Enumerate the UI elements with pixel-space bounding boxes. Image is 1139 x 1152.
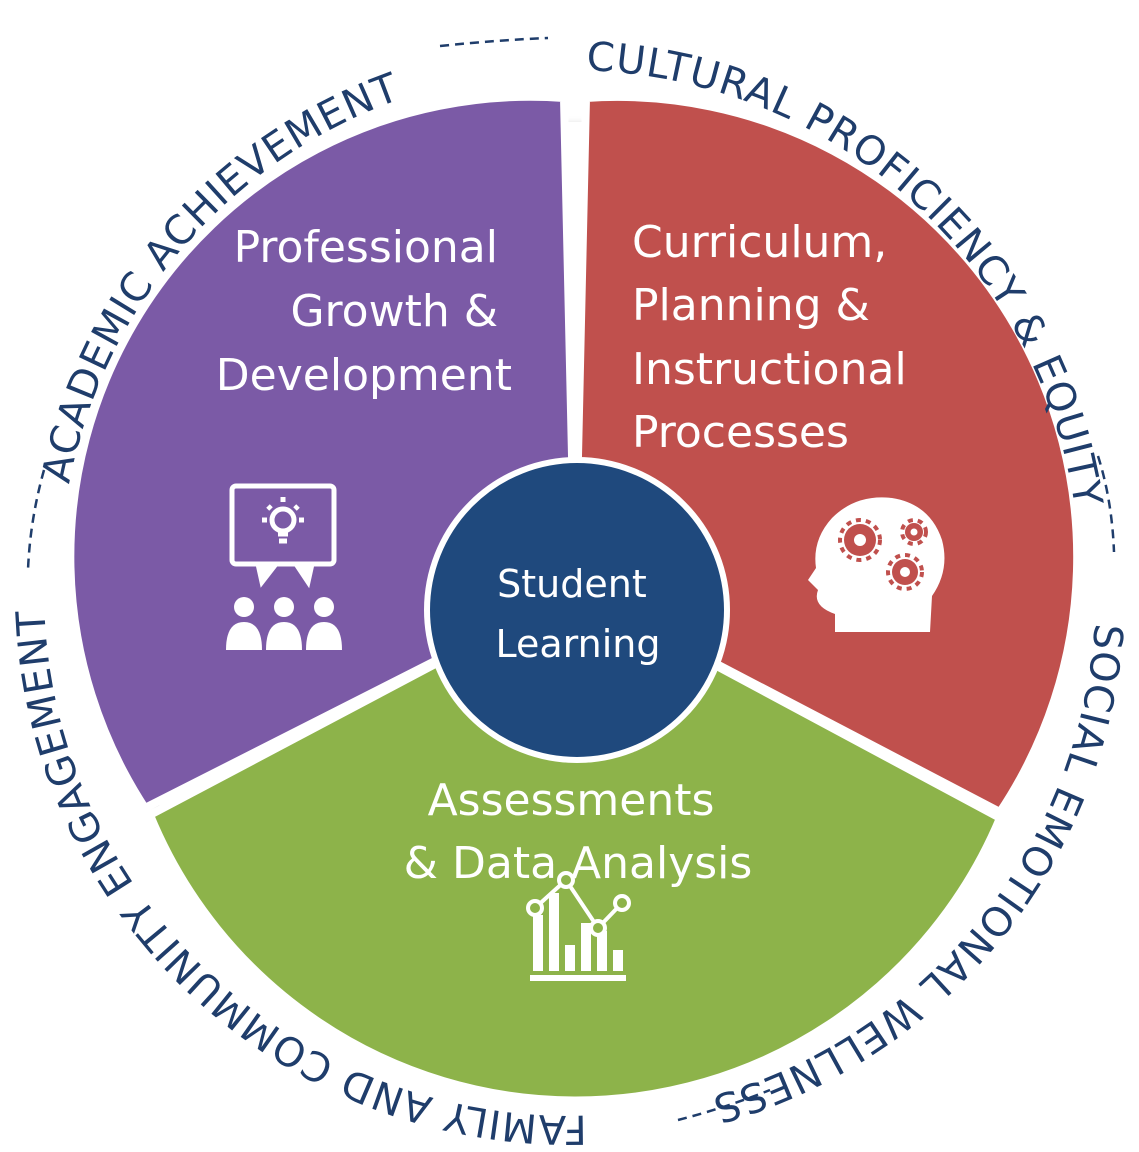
center-line2: Learning bbox=[496, 622, 661, 666]
ring-dash-top bbox=[439, 36, 549, 48]
assessments-line2: & Data Analysis bbox=[404, 838, 753, 889]
ring-dash-right bbox=[1096, 455, 1116, 553]
segment-assessments bbox=[144, 585, 1006, 1105]
curriculum-line4: Processes bbox=[632, 407, 849, 458]
professional-line3: Development bbox=[216, 350, 512, 401]
center-label: Student Learning bbox=[496, 562, 661, 666]
curriculum-label: Curriculum, Planning & Instructional Pro… bbox=[632, 217, 921, 458]
assessments-line1: Assessments bbox=[428, 775, 715, 826]
professional-label: Professional Growth & Development bbox=[216, 222, 512, 401]
curriculum-line2: Planning & bbox=[632, 280, 870, 331]
assessments-label: Assessments & Data Analysis bbox=[404, 775, 753, 889]
bar-line-chart-icon bbox=[526, 871, 631, 981]
professional-line2: Growth & bbox=[290, 286, 498, 337]
center-circle bbox=[424, 457, 730, 763]
head-gears-icon bbox=[808, 497, 945, 632]
curriculum-line1: Curriculum, bbox=[632, 217, 887, 268]
professional-line1: Professional bbox=[234, 222, 498, 273]
center-line1: Student bbox=[497, 562, 647, 606]
curriculum-line3: Instructional bbox=[632, 344, 907, 395]
presentation-audience-icon bbox=[226, 483, 342, 650]
ring-dash-bottom bbox=[677, 1088, 771, 1122]
ring-dash-left bbox=[26, 469, 46, 571]
